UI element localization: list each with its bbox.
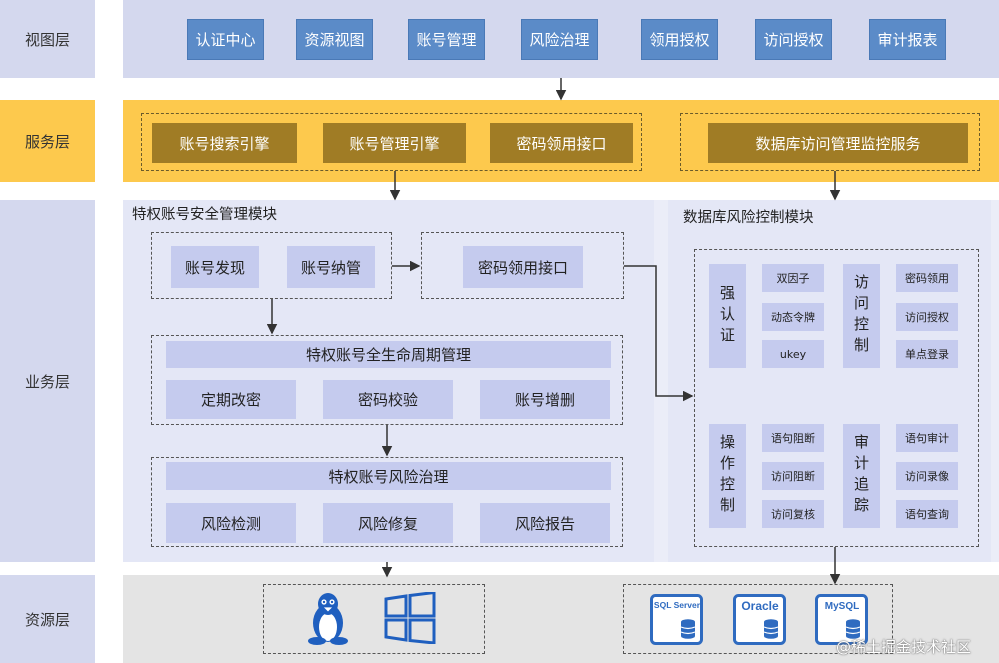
privileged-module-title: 特权账号安全管理模块 xyxy=(132,207,277,223)
pwd-interface-group xyxy=(421,232,624,299)
service-account-mgmt-engine[interactable]: 账号管理引擎 xyxy=(323,123,466,163)
view-item-account-mgmt[interactable]: 账号管理 xyxy=(408,19,485,60)
oracle-db-icon: Oracle xyxy=(733,594,789,646)
risk-report[interactable]: 风险报告 xyxy=(480,503,610,543)
audit-statement-query[interactable]: 语句查询 xyxy=(896,500,958,528)
db-risk-module-title: 数据库风险控制模块 xyxy=(683,210,814,226)
mysql-db-icon: MySQL xyxy=(815,594,871,646)
audit-trace-label: 审计追踪 xyxy=(843,424,880,528)
view-item-risk-governance[interactable]: 风险治理 xyxy=(521,19,598,60)
view-item-resource-view[interactable]: 资源视图 xyxy=(296,19,373,60)
layer-label-service: 服务层 xyxy=(0,100,95,182)
account-discovery[interactable]: 账号发现 xyxy=(171,246,259,288)
access-control-authorization[interactable]: 访问授权 xyxy=(896,303,958,331)
os-resource-group xyxy=(263,584,485,654)
mysql-label: MySQL xyxy=(825,601,859,612)
op-control-statement-block[interactable]: 语句阻断 xyxy=(762,424,824,452)
sqlserver-label: SQL Server xyxy=(654,600,701,610)
watermark: @稀土掘金技术社区 xyxy=(836,638,972,656)
account-custody[interactable]: 账号纳管 xyxy=(287,246,375,288)
view-item-auth-center[interactable]: 认证中心 xyxy=(187,19,264,60)
audit-statement[interactable]: 语句审计 xyxy=(896,424,958,452)
layer-label-view: 视图层 xyxy=(0,0,95,78)
view-item-lease-authorization[interactable]: 领用授权 xyxy=(641,19,718,60)
risk-group xyxy=(151,457,623,547)
service-db-access-monitor[interactable]: 数据库访问管理监控服务 xyxy=(708,123,968,163)
sqlserver-db-icon: SQL Server xyxy=(650,594,706,646)
service-group-account xyxy=(141,113,642,171)
op-control-access-review[interactable]: 访问复核 xyxy=(762,500,824,528)
access-control-password-lease[interactable]: 密码领用 xyxy=(896,264,958,292)
layer-label-business: 业务层 xyxy=(0,200,95,562)
risk-remediation[interactable]: 风险修复 xyxy=(323,503,453,543)
op-control-access-block[interactable]: 访问阻断 xyxy=(762,462,824,490)
risk-title: 特权账号风险治理 xyxy=(166,462,611,490)
risk-detection[interactable]: 风险检测 xyxy=(166,503,296,543)
lifecycle-periodic-change[interactable]: 定期改密 xyxy=(166,380,296,419)
service-password-lease-interface[interactable]: 密码领用接口 xyxy=(490,123,633,163)
discovery-group xyxy=(151,232,392,299)
lifecycle-group xyxy=(151,335,623,425)
db-risk-group xyxy=(694,249,979,547)
windows-icon xyxy=(384,590,436,645)
oracle-label: Oracle xyxy=(741,599,779,613)
lifecycle-password-verify[interactable]: 密码校验 xyxy=(323,380,453,419)
layer-label-resource: 资源层 xyxy=(0,575,95,663)
access-control-sso[interactable]: 单点登录 xyxy=(896,340,958,368)
strong-auth-ukey[interactable]: ukey xyxy=(762,340,824,368)
audit-access-recording[interactable]: 访问录像 xyxy=(896,462,958,490)
service-group-db xyxy=(680,113,980,171)
service-account-search-engine[interactable]: 账号搜索引擎 xyxy=(152,123,297,163)
operation-control-label: 操作控制 xyxy=(709,424,746,528)
db-resource-group xyxy=(623,584,893,654)
access-control-label: 访问控制 xyxy=(843,264,880,368)
lifecycle-title: 特权账号全生命周期管理 xyxy=(166,341,611,368)
linux-penguin-icon xyxy=(303,591,353,646)
lifecycle-account-add-delete[interactable]: 账号增删 xyxy=(480,380,610,419)
password-lease-interface[interactable]: 密码领用接口 xyxy=(463,246,583,288)
strong-auth-dynamic-token[interactable]: 动态令牌 xyxy=(762,303,824,331)
view-item-audit-report[interactable]: 审计报表 xyxy=(869,19,946,60)
strong-auth-label: 强认证 xyxy=(709,264,746,368)
arrow-interface-to-dbrisk xyxy=(624,265,694,402)
view-item-access-authorization[interactable]: 访问授权 xyxy=(755,19,832,60)
strong-auth-two-factor[interactable]: 双因子 xyxy=(762,264,824,292)
